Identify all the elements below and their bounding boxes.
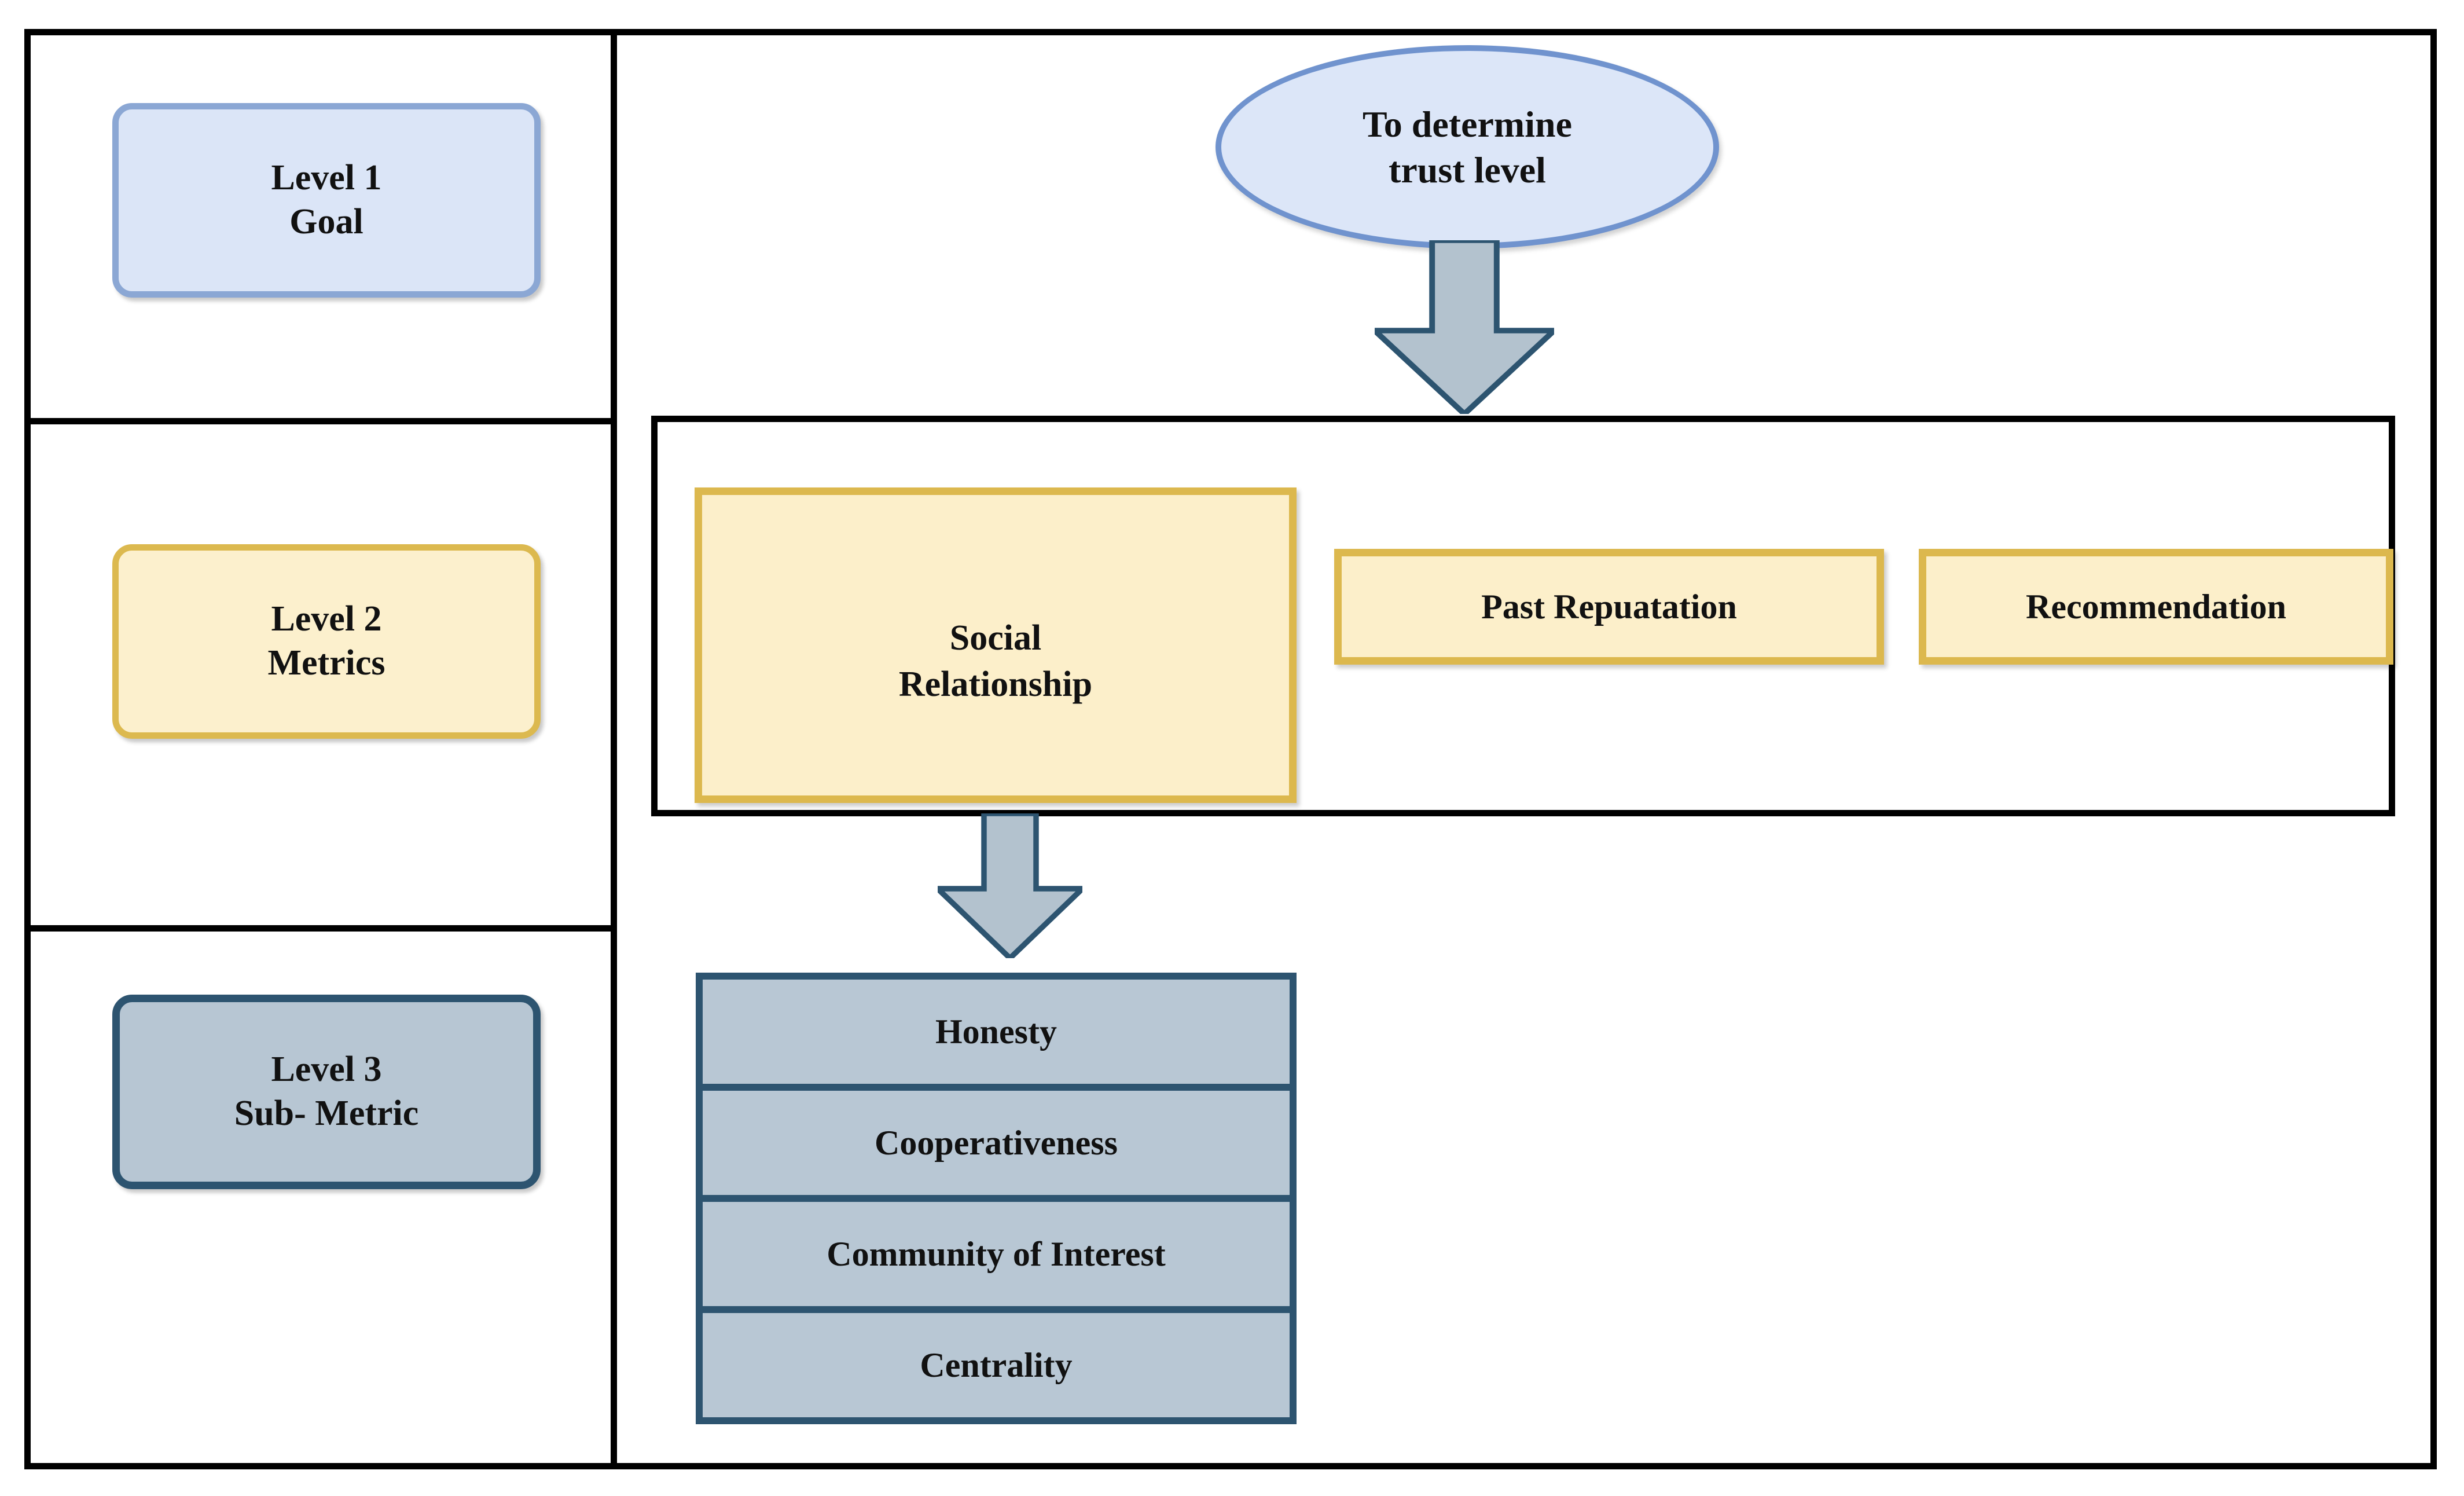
down-arrow-icon <box>938 813 1082 958</box>
down-arrow-icon <box>1375 240 1554 414</box>
metric-label: Past Repuatation <box>1481 587 1737 626</box>
outer-frame <box>24 29 2437 1469</box>
goal-line-1: To determine <box>1362 103 1573 145</box>
legend-level-text: Level 2 <box>271 599 382 639</box>
metric-label: Social Relationship <box>899 583 1092 707</box>
metric-social-relationship[interactable]: Social Relationship <box>695 487 1297 803</box>
sub-metric-honesty[interactable]: Honesty <box>696 973 1297 1091</box>
legend-label-text: Metrics <box>267 643 385 683</box>
metric-line-2: Relationship <box>898 664 1093 704</box>
legend-level-text: Level 3 <box>271 1050 382 1090</box>
goal-line-2: trust level <box>1389 149 1546 190</box>
legend-item-level-1: Level 1 Goal <box>112 103 541 298</box>
sub-metric-stack: Honesty Cooperativeness Community of Int… <box>696 973 1297 1424</box>
sub-metric-label: Honesty <box>935 1012 1057 1051</box>
sub-metric-community-of-interest[interactable]: Community of Interest <box>696 1195 1297 1313</box>
sub-metric-cooperativeness[interactable]: Cooperativeness <box>696 1084 1297 1202</box>
legend-divider-1 <box>24 418 617 424</box>
sub-metric-label: Community of Interest <box>827 1234 1166 1273</box>
sub-metric-centrality[interactable]: Centrality <box>696 1306 1297 1424</box>
legend-divider-2 <box>24 925 617 932</box>
legend-level-text: Level 1 <box>271 158 382 198</box>
sub-metric-label: Cooperativeness <box>875 1123 1118 1162</box>
goal-node: To determine trust level <box>1216 45 1719 249</box>
metric-recommendation[interactable]: Recommendation <box>1919 549 2393 665</box>
metric-line-1: Social <box>949 618 1042 658</box>
metric-past-reputation[interactable]: Past Repuatation <box>1334 549 1884 665</box>
legend-item-level-2: Level 2 Metrics <box>112 544 541 739</box>
legend-column-separator <box>611 29 617 1469</box>
legend-label-text: Goal <box>289 202 363 241</box>
metric-label: Recommendation <box>2026 587 2286 626</box>
sub-metric-label: Centrality <box>920 1345 1073 1384</box>
legend-item-level-3: Level 3 Sub- Metric <box>112 995 541 1189</box>
legend-label-text: Sub- Metric <box>234 1094 419 1133</box>
